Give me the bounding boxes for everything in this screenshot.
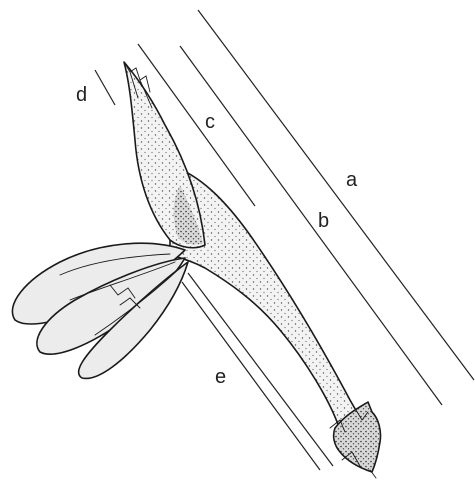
label-d: d <box>76 84 87 106</box>
label-a: a <box>346 169 358 191</box>
guide-line-d <box>95 70 115 105</box>
label-e: e <box>215 366 226 388</box>
label-b: b <box>318 210 329 232</box>
guide-lines <box>95 10 474 470</box>
guide-line-a <box>198 10 474 380</box>
label-c: c <box>205 111 215 133</box>
corolla-tube <box>170 165 370 432</box>
